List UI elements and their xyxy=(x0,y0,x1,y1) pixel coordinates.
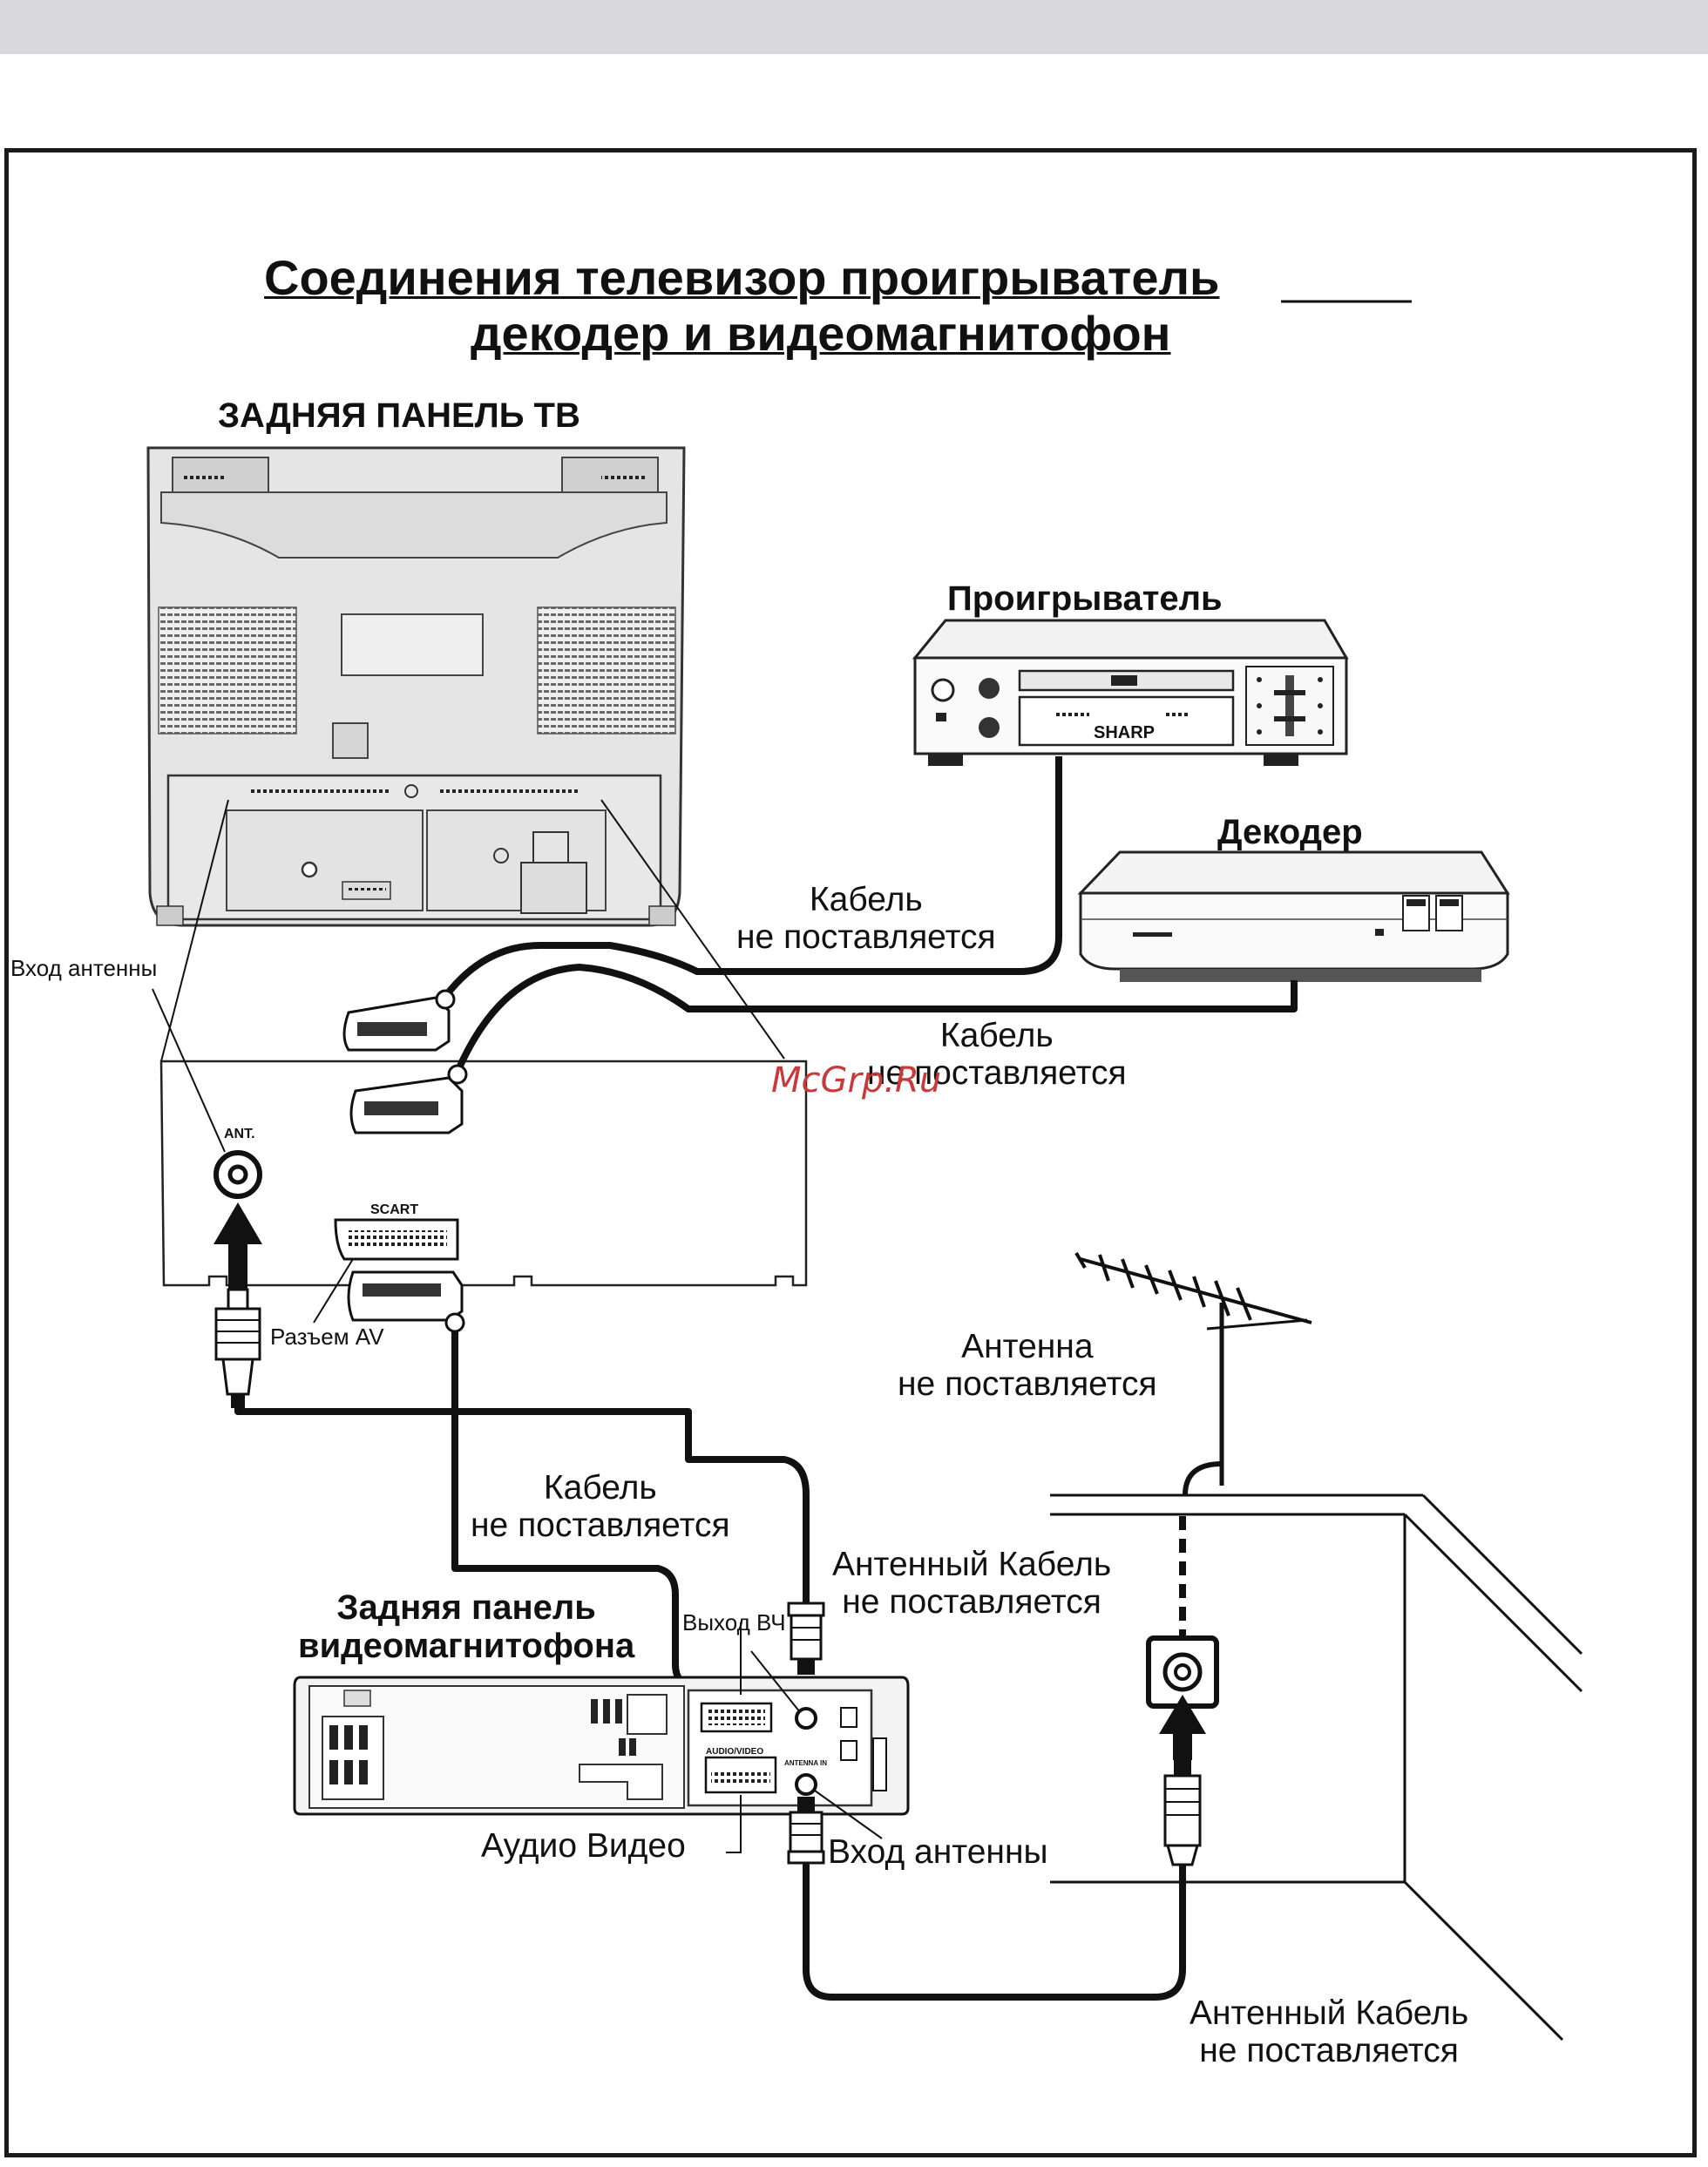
vcr-rfout-socket xyxy=(795,1707,817,1730)
wall-rf-plug xyxy=(1163,1760,1202,1866)
tv-panel-zoom xyxy=(159,1060,808,1287)
vcr-pointer-lines xyxy=(726,1622,883,1853)
av-connector-label: Разъем AV xyxy=(270,1324,384,1350)
audio-video-label: Аудио Видео xyxy=(481,1827,686,1865)
vcr-audio-video-tag: AUDIO/VIDEO xyxy=(706,1747,764,1757)
pointer-lines xyxy=(152,988,354,1324)
cable-player-label: Кабель не поставляется xyxy=(736,881,996,957)
wall-antenna-socket xyxy=(1146,1635,1219,1760)
antenna-label: Антенна не поставляется xyxy=(898,1328,1157,1404)
page-frame xyxy=(4,148,1697,2157)
scart-plug-2 xyxy=(349,1064,468,1134)
cable-decoder-line1: Кабель xyxy=(939,1017,1054,1054)
cable-scart-line1: Кабель xyxy=(543,1469,657,1507)
vcr-antenna-socket xyxy=(795,1773,817,1796)
player-brand: SHARP xyxy=(1094,723,1156,742)
decoder-label: Декодер xyxy=(1217,813,1363,851)
title-line-2: декодер и видеомагнитофон xyxy=(471,306,1171,361)
tv-rf-plug xyxy=(214,1288,261,1408)
antenna-cable-top-line1: Антенный Кабель xyxy=(832,1546,1112,1583)
cable-decoder-line2: не поставляется xyxy=(867,1053,1127,1092)
scart-plug-1 xyxy=(342,989,456,1052)
cable-scart-label: Кабель не поставляется xyxy=(471,1469,730,1545)
title-line-1: Соединения телевизор проигрыватель xyxy=(264,250,1220,305)
cable-player-line2: не поставляется xyxy=(736,918,996,956)
antenna-cable-bottom-line1: Антенный Кабель xyxy=(1190,1994,1469,2032)
room-wall xyxy=(1050,1493,1583,2042)
antenna-input-label: Вход антенны xyxy=(10,955,158,981)
vcr-back-panel xyxy=(293,1676,910,1816)
vcr-back-label: Задняя панель видеомагнитофона xyxy=(298,1588,634,1665)
cable-scart-line2: не поставляется xyxy=(471,1506,730,1544)
scart-plug-3 xyxy=(347,1270,465,1333)
tv-scart-label: SCART xyxy=(370,1202,419,1217)
cable-decoder-label: Кабель не поставляется xyxy=(867,1017,1127,1093)
cable-player-line1: Кабель xyxy=(809,881,923,918)
antenna-cable-bottom-label: Антенный Кабель не поставляется xyxy=(1190,1994,1469,2070)
tv-ant-label: ANT. xyxy=(224,1127,255,1141)
antenna-cable xyxy=(803,1863,1186,2001)
watermark: McGrp.Ru xyxy=(771,1060,942,1100)
antenna-cable-top-line2: не поставляется xyxy=(842,1582,1101,1621)
tv-back-panel xyxy=(146,446,686,927)
antenna-cable-top-label: Антенный Кабель не поставляется xyxy=(832,1546,1112,1622)
antenna-line2: не поставляется xyxy=(898,1365,1157,1403)
dvd-player xyxy=(912,619,1349,766)
rf-out-label: Выход ВЧ xyxy=(682,1609,786,1635)
vcr-back-line2: видеомагнитофона xyxy=(298,1627,635,1665)
vcr-antenna-input-label: Вход антенны xyxy=(828,1833,1048,1871)
rf-cable xyxy=(234,1408,810,1603)
av-cables xyxy=(441,756,1298,1073)
roof-antenna xyxy=(1074,1251,1312,1496)
vcr-rfout-plug xyxy=(787,1602,825,1675)
player-label: Проигрыватель xyxy=(947,579,1223,618)
antenna-cable-bottom-line2: не поставляется xyxy=(1199,2031,1459,2069)
tv-back-label: ЗАДНЯЯ ПАНЕЛЬ ТВ xyxy=(218,396,580,435)
top-gray-bar xyxy=(0,0,1708,54)
antenna-line1: Антенна xyxy=(961,1328,1094,1365)
vcr-antenna-in-tag: ANTENNA IN xyxy=(784,1759,828,1767)
tv-antenna-arrow xyxy=(214,1202,262,1290)
vcr-antenna-plug xyxy=(787,1797,825,1865)
vcr-back-line1: Задняя панель xyxy=(336,1588,596,1627)
zoom-lines xyxy=(160,799,785,1062)
decoder xyxy=(1077,850,1510,982)
